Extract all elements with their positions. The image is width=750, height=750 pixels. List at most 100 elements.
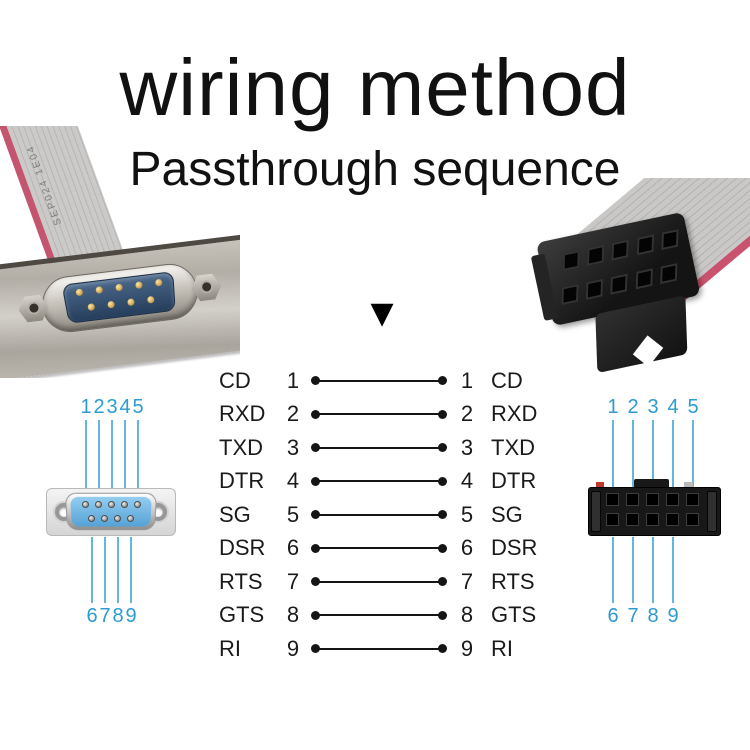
pin-number-left: 9	[286, 635, 300, 661]
pin-leader-line	[692, 420, 694, 487]
wire-row: SG 5 5 SG	[219, 498, 545, 532]
wire-row: RI 9 9 RI	[219, 632, 545, 666]
db9-pin-number: 7	[99, 605, 111, 627]
idc-pin-number: 7	[627, 605, 639, 627]
idc-hole	[686, 493, 699, 506]
wire-row: GTS 8 8 GTS	[219, 599, 545, 633]
pin-leader-line	[632, 420, 634, 487]
pin-number-left: 2	[286, 401, 300, 427]
idc-hole	[666, 493, 679, 506]
db9-pin	[101, 515, 108, 522]
idc-hole	[626, 493, 639, 506]
wire-line	[311, 509, 447, 521]
pin-number-left: 6	[286, 535, 300, 561]
db9-pin-number: 3	[106, 396, 118, 418]
signal-label-right: DTR	[491, 468, 537, 494]
signal-label-left: DSR	[219, 535, 266, 561]
pin-number-left: 1	[286, 367, 300, 393]
pin-leader-line	[137, 420, 139, 488]
pin-number-right: 1	[460, 367, 474, 393]
idc-socket-hole	[587, 244, 605, 266]
idc-socket-hole	[636, 234, 654, 256]
idc-socket-hole	[561, 284, 579, 306]
db9-pin	[82, 501, 89, 508]
pin-number-left: 8	[286, 602, 300, 628]
pin-number-right: 3	[460, 434, 474, 460]
idc-hole	[606, 493, 619, 506]
wire-row: TXD 3 3 TXD	[219, 431, 545, 465]
signal-label-left: TXD	[219, 434, 263, 460]
db9-pin	[88, 515, 95, 522]
signal-label-right: TXD	[491, 434, 535, 460]
signal-label-left: RXD	[219, 401, 266, 427]
pin-leader-line	[104, 537, 106, 603]
signal-label-right: RTS	[491, 568, 535, 594]
signal-label-right: GTS	[491, 602, 537, 628]
signal-label-left: RTS	[219, 568, 263, 594]
idc-hole	[606, 513, 619, 526]
wire-row: RTS 7 7 RTS	[219, 565, 545, 599]
db9-pin-number: 2	[93, 396, 105, 418]
idc-hole	[646, 493, 659, 506]
signal-label-left: RI	[219, 635, 241, 661]
pin-leader-line	[98, 420, 100, 488]
pin-number-left: 4	[286, 468, 300, 494]
pin-number-right: 5	[460, 501, 474, 527]
pin-number-right: 7	[460, 568, 474, 594]
wire-row: RXD 2 2 RXD	[219, 398, 545, 432]
down-triangle-icon: ▼	[370, 296, 394, 331]
pin-number-right: 4	[460, 468, 474, 494]
pin-map-table: CD 1 1 CD RXD 2 2 RXD TXD 3 3 TXD DTR 4 …	[219, 364, 545, 666]
db9-pin-number: 5	[132, 396, 144, 418]
pin1-red-mark	[596, 482, 604, 487]
signal-label-left: SG	[219, 501, 251, 527]
idc-pin-number: 9	[667, 605, 679, 627]
signal-label-right: DSR	[491, 535, 538, 561]
pin-number-right: 9	[460, 635, 474, 661]
idc-socket-hole	[610, 273, 628, 295]
db9-pin-number: 1	[80, 396, 92, 418]
idc-latch	[591, 491, 601, 532]
pin-leader-line	[124, 420, 126, 488]
wire-line	[311, 542, 447, 554]
pin-leader-line	[672, 420, 674, 487]
wire-line	[311, 442, 447, 454]
wire-line	[311, 375, 447, 387]
pin-number-left: 7	[286, 568, 300, 594]
pin-leader-line	[111, 420, 113, 488]
idc-pin-number: 6	[607, 605, 619, 627]
pin-number-left: 5	[286, 501, 300, 527]
page-title: wiring method	[119, 43, 631, 132]
db9-pin	[114, 515, 121, 522]
signal-label-right: RXD	[491, 401, 538, 427]
idc-hole	[666, 513, 679, 526]
db9-pin-number: 6	[86, 605, 98, 627]
pin-leader-line	[652, 420, 654, 487]
idc-pin-number: 4	[667, 396, 679, 418]
wire-line	[311, 475, 447, 487]
wire-line	[311, 643, 447, 655]
page-subtitle: Passthrough sequence	[129, 143, 621, 196]
pin-number-left: 3	[286, 434, 300, 460]
idc-pin-number: 3	[647, 396, 659, 418]
idc-socket-hole	[586, 278, 604, 300]
pin-leader-line	[612, 420, 614, 487]
db9-pin	[95, 501, 102, 508]
wire-row: CD 1 1 CD	[219, 364, 545, 398]
idc-connector-photo	[528, 178, 750, 378]
idc-latch	[707, 491, 717, 532]
grey-mark	[684, 482, 693, 487]
pin-leader-line	[130, 537, 132, 603]
pin-leader-line	[117, 537, 119, 603]
pin-leader-line	[672, 537, 674, 603]
pin-leader-line	[652, 537, 654, 603]
db9-bracket-photo: SEP024 1E04	[0, 126, 240, 378]
db9-pin	[134, 501, 141, 508]
idc-socket-hole	[611, 239, 630, 261]
cable-marking-text: SEP024 1E04	[24, 143, 65, 227]
wire-line	[311, 408, 447, 420]
signal-label-left: DTR	[219, 468, 265, 494]
wire-line	[311, 609, 447, 621]
pin-leader-line	[85, 420, 87, 488]
